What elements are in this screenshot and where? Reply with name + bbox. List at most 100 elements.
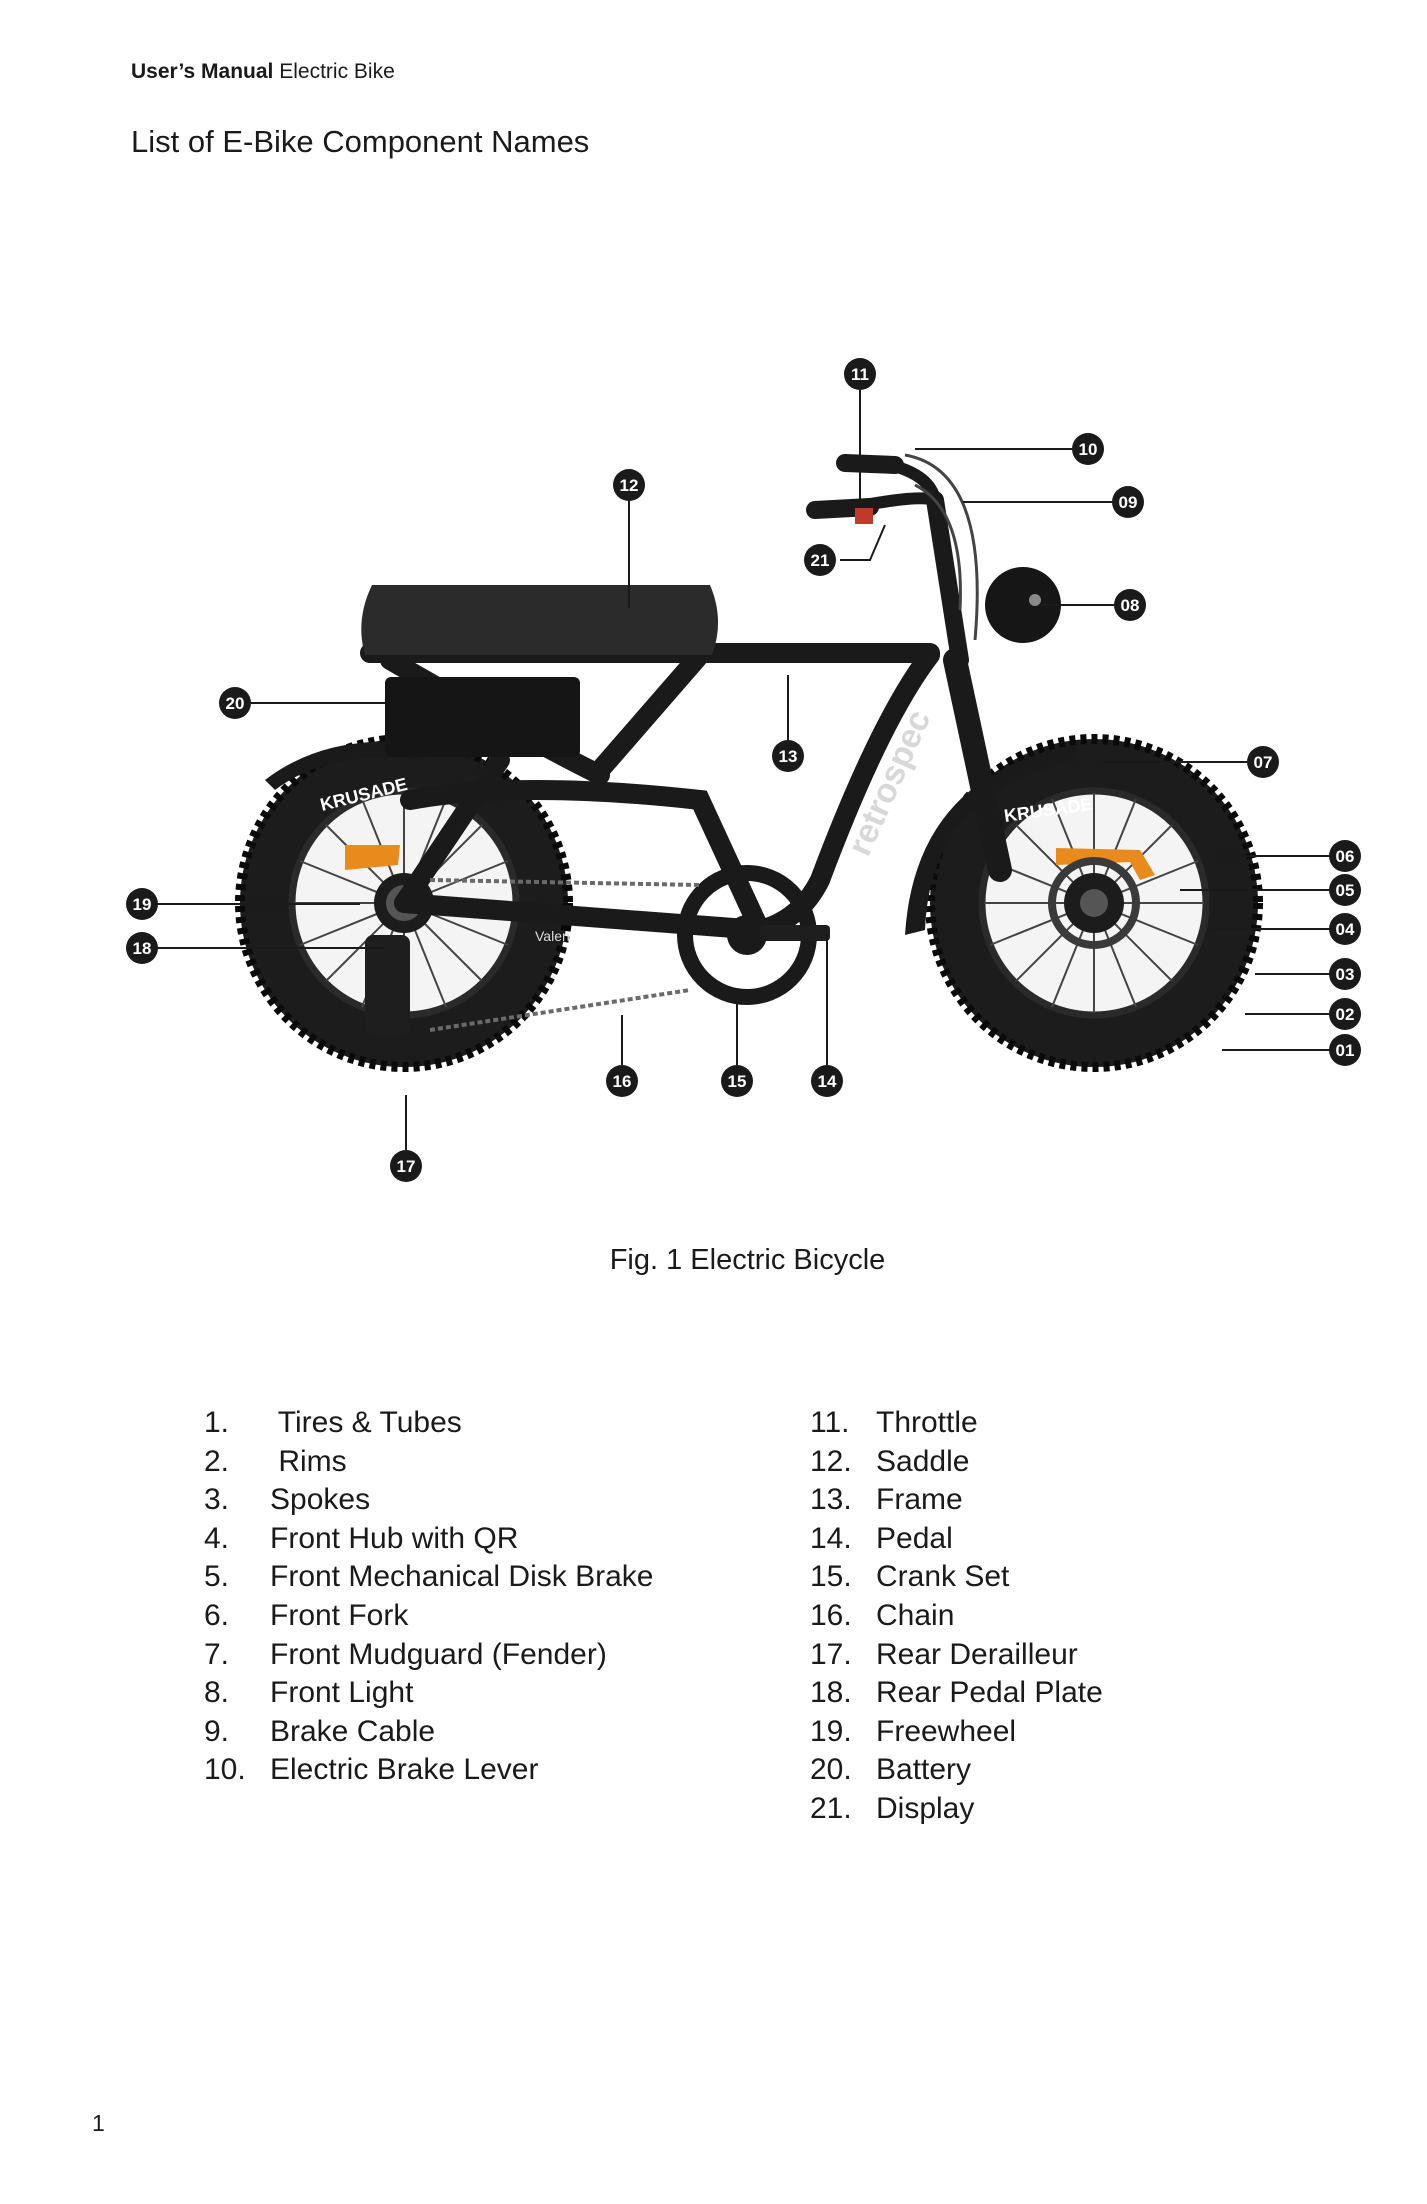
part-name: Front Light xyxy=(270,1674,413,1713)
part-number: 13. xyxy=(810,1481,876,1520)
part-name: Front Mechanical Disk Brake xyxy=(270,1558,653,1597)
part-list-item: 5.Front Mechanical Disk Brake xyxy=(204,1558,653,1597)
part-name: Front Fork xyxy=(270,1597,408,1636)
part-list-item: 11.Throttle xyxy=(810,1404,1103,1443)
battery xyxy=(385,677,580,757)
part-number: 9. xyxy=(204,1713,270,1752)
part-list-item: 13.Frame xyxy=(810,1481,1103,1520)
svg-text:14: 14 xyxy=(818,1072,837,1091)
callout-11: 11 xyxy=(844,358,876,390)
part-number: 19. xyxy=(810,1713,876,1752)
part-name: Saddle xyxy=(876,1443,969,1482)
svg-text:07: 07 xyxy=(1254,753,1273,772)
svg-text:01: 01 xyxy=(1336,1041,1355,1060)
part-name: Brake Cable xyxy=(270,1713,435,1752)
part-name: Spokes xyxy=(270,1481,370,1520)
part-number: 21. xyxy=(810,1790,876,1829)
running-header: User’s Manual Electric Bike xyxy=(131,60,395,84)
part-name: Battery xyxy=(876,1751,971,1790)
part-number: 5. xyxy=(204,1558,270,1597)
part-number: 8. xyxy=(204,1674,270,1713)
header-manual-label: User’s Manual xyxy=(131,60,273,83)
header-product-label: Electric Bike xyxy=(273,60,394,83)
derailleur xyxy=(365,935,410,1035)
callout-07: 07 xyxy=(1247,746,1279,778)
pedal xyxy=(760,925,830,941)
part-name: Freewheel xyxy=(876,1713,1016,1752)
callout-17: 17 xyxy=(390,1150,422,1182)
part-number: 11. xyxy=(810,1404,876,1443)
part-number: 17. xyxy=(810,1636,876,1675)
svg-text:21: 21 xyxy=(811,551,830,570)
svg-text:02: 02 xyxy=(1336,1005,1355,1024)
part-list-item: 15.Crank Set xyxy=(810,1558,1103,1597)
part-name: Rear Derailleur xyxy=(876,1636,1078,1675)
callout-09: 09 xyxy=(1112,486,1144,518)
part-list-item: 16.Chain xyxy=(810,1597,1103,1636)
callout-12: 12 xyxy=(613,469,645,501)
svg-text:11: 11 xyxy=(851,365,869,384)
svg-text:19: 19 xyxy=(133,895,152,914)
svg-text:18: 18 xyxy=(133,939,152,958)
part-number: 14. xyxy=(810,1520,876,1559)
part-name: Rear Pedal Plate xyxy=(876,1674,1103,1713)
part-list-item: 8.Front Light xyxy=(204,1674,653,1713)
part-name: Front Hub with QR xyxy=(270,1520,518,1559)
svg-text:20: 20 xyxy=(226,694,245,713)
part-list-item: 4.Front Hub with QR xyxy=(204,1520,653,1559)
callout-02: 02 xyxy=(1329,998,1361,1030)
svg-text:13: 13 xyxy=(779,747,798,766)
callout-04: 04 xyxy=(1329,913,1361,945)
callout-20: 20 xyxy=(219,687,251,719)
part-name: Rims xyxy=(270,1443,347,1482)
section-title: List of E-Bike Component Names xyxy=(131,124,589,160)
bike-figure: KRUSADE KRUSADE retrospec xyxy=(0,330,1427,1190)
part-number: 18. xyxy=(810,1674,876,1713)
callout-06: 06 xyxy=(1329,840,1361,872)
svg-text:09: 09 xyxy=(1119,493,1138,512)
part-list-item: 1. Tires & Tubes xyxy=(204,1404,653,1443)
part-list-item: 2. Rims xyxy=(204,1443,653,1482)
callout-19: 19 xyxy=(126,888,158,920)
part-list-item: 14.Pedal xyxy=(810,1520,1103,1559)
svg-text:06: 06 xyxy=(1336,847,1355,866)
model-text: Valen xyxy=(535,928,570,944)
callout-10: 10 xyxy=(1072,433,1104,465)
part-name: Crank Set xyxy=(876,1558,1009,1597)
part-number: 2. xyxy=(204,1443,270,1482)
callout-05: 05 xyxy=(1329,874,1361,906)
part-number: 1. xyxy=(204,1404,270,1443)
part-name: Tires & Tubes xyxy=(270,1404,462,1443)
svg-text:16: 16 xyxy=(613,1072,632,1091)
part-name: Display xyxy=(876,1790,974,1829)
svg-text:03: 03 xyxy=(1336,965,1355,984)
part-number: 7. xyxy=(204,1636,270,1675)
part-list-item: 18.Rear Pedal Plate xyxy=(810,1674,1103,1713)
part-name: Throttle xyxy=(876,1404,978,1443)
part-name: Frame xyxy=(876,1481,963,1520)
svg-text:17: 17 xyxy=(397,1157,416,1176)
callout-13: 13 xyxy=(772,740,804,772)
part-number: 3. xyxy=(204,1481,270,1520)
part-list-item: 3.Spokes xyxy=(204,1481,653,1520)
saddle xyxy=(361,585,718,655)
part-list-item: 19.Freewheel xyxy=(810,1713,1103,1752)
part-list-item: 7.Front Mudguard (Fender) xyxy=(204,1636,653,1675)
part-list-item: 20.Battery xyxy=(810,1751,1103,1790)
part-list-item: 12.Saddle xyxy=(810,1443,1103,1482)
part-number: 12. xyxy=(810,1443,876,1482)
part-name: Chain xyxy=(876,1597,954,1636)
callout-03: 03 xyxy=(1329,958,1361,990)
part-list-item: 6.Front Fork xyxy=(204,1597,653,1636)
svg-text:05: 05 xyxy=(1336,881,1355,900)
callout-14: 14 xyxy=(811,1065,843,1097)
part-number: 6. xyxy=(204,1597,270,1636)
page-number: 1 xyxy=(92,2110,105,2137)
part-name: Electric Brake Lever xyxy=(270,1751,538,1790)
callout-21: 21 xyxy=(804,544,836,576)
part-list-item: 17.Rear Derailleur xyxy=(810,1636,1103,1675)
part-name: Front Mudguard (Fender) xyxy=(270,1636,607,1675)
part-number: 10. xyxy=(204,1751,270,1790)
